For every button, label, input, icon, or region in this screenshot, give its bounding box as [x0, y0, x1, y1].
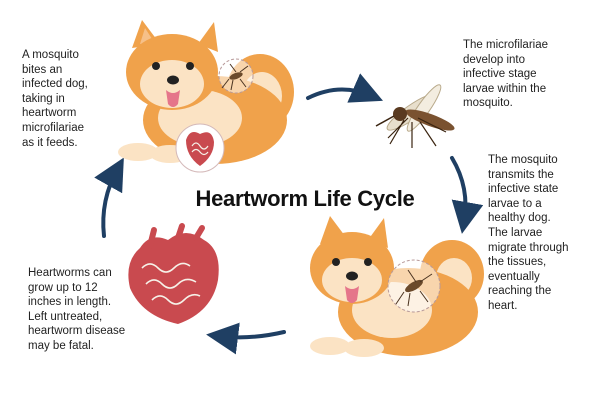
step-4-text: Heartworms can grow up to 12 inches in l…	[28, 267, 126, 352]
step-1-text: A mosquito bites an infected dog, taking…	[22, 49, 88, 149]
arrow-dog-to-mosquito	[306, 73, 383, 103]
arrow-heart-to-dog	[94, 157, 124, 238]
magnifier-mosquito-bite-icon	[218, 58, 254, 94]
step-3-text: The mosquito transmits the infective sta…	[488, 154, 569, 312]
heart-icon	[128, 223, 219, 324]
step-2-text: The microfilariae develop into infective…	[463, 39, 548, 110]
diagram-title: Heartworm Life Cycle	[195, 186, 415, 211]
magnifier-mosquito-larvae-icon	[387, 259, 441, 313]
healthy-dog-icon	[310, 216, 484, 357]
magnifier-heart-icon	[175, 123, 225, 173]
arrow-dog-to-heart	[206, 322, 286, 355]
cycle-arrow-icon	[94, 73, 484, 355]
mosquito-icon	[375, 84, 455, 148]
arrow-mosquito-to-dog	[450, 156, 484, 234]
